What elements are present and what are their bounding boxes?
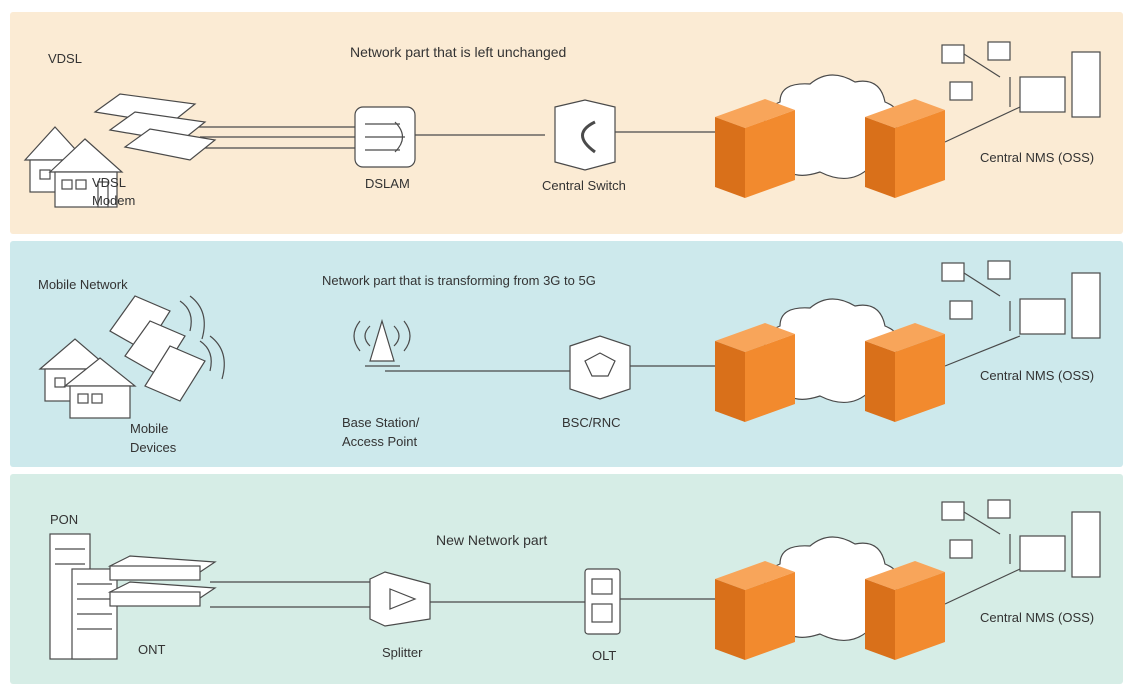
left-label-line1: Mobile [130, 421, 169, 436]
node1-label: DSLAM [365, 176, 410, 191]
nms-label: Central NMS (OSS) [980, 368, 1095, 383]
band-header: Network part that is left unchanged [350, 44, 567, 60]
core-router-icon [715, 323, 795, 422]
node1-label-line1: Base Station/ [342, 415, 420, 430]
band-title: VDSL [48, 51, 82, 66]
left-label: ONT [138, 642, 166, 657]
house-icon [63, 357, 137, 419]
band-vdsl: VDSL Network part that is left unchanged… [10, 12, 1123, 234]
core-router-icon [865, 561, 945, 660]
nms-label: Central NMS (OSS) [980, 610, 1095, 625]
core-router-icon [715, 561, 795, 660]
band-mobile: Mobile Network Network part that is tran… [10, 241, 1123, 467]
ont-icon [107, 555, 217, 607]
house-icon [48, 138, 124, 208]
central-switch-icon [554, 99, 616, 171]
left-label-line2: Devices [130, 440, 177, 455]
node2-label: Central Switch [542, 178, 626, 193]
nms-label: Central NMS (OSS) [980, 150, 1095, 165]
band-title: Mobile Network [38, 277, 128, 292]
building-icon [49, 533, 118, 660]
mobile-device-icon [109, 295, 225, 402]
band-header: Network part that is transforming from 3… [322, 273, 596, 288]
left-label-line1: VDSL [92, 175, 126, 190]
nms-computers-icon [941, 260, 1101, 339]
vdsl-modem-icon [93, 93, 217, 161]
dslam-icon [354, 106, 416, 168]
node2-label: BSC/RNC [562, 415, 621, 430]
olt-icon [584, 568, 621, 635]
nms-computers-icon [941, 41, 1101, 118]
band-title: PON [50, 512, 79, 527]
vdsl-diagram [23, 41, 1101, 208]
mobile-diagram [38, 260, 1101, 422]
core-router-icon [865, 99, 945, 198]
splitter-icon [369, 571, 431, 627]
band-pon: PON New Network part ONT Splitter OLT Ce… [10, 474, 1123, 684]
node1-label: Splitter [382, 645, 423, 660]
core-router-icon [865, 323, 945, 422]
nms-computers-icon [941, 499, 1101, 578]
node2-label: OLT [592, 648, 617, 663]
antenna-icon [353, 318, 411, 367]
core-router-icon [715, 99, 795, 198]
node1-label-line2: Access Point [342, 434, 418, 449]
left-label-line2: Modem [92, 193, 136, 208]
band-header: New Network part [436, 532, 548, 548]
bsc-rnc-icon [569, 335, 631, 400]
pon-diagram [49, 499, 1101, 660]
